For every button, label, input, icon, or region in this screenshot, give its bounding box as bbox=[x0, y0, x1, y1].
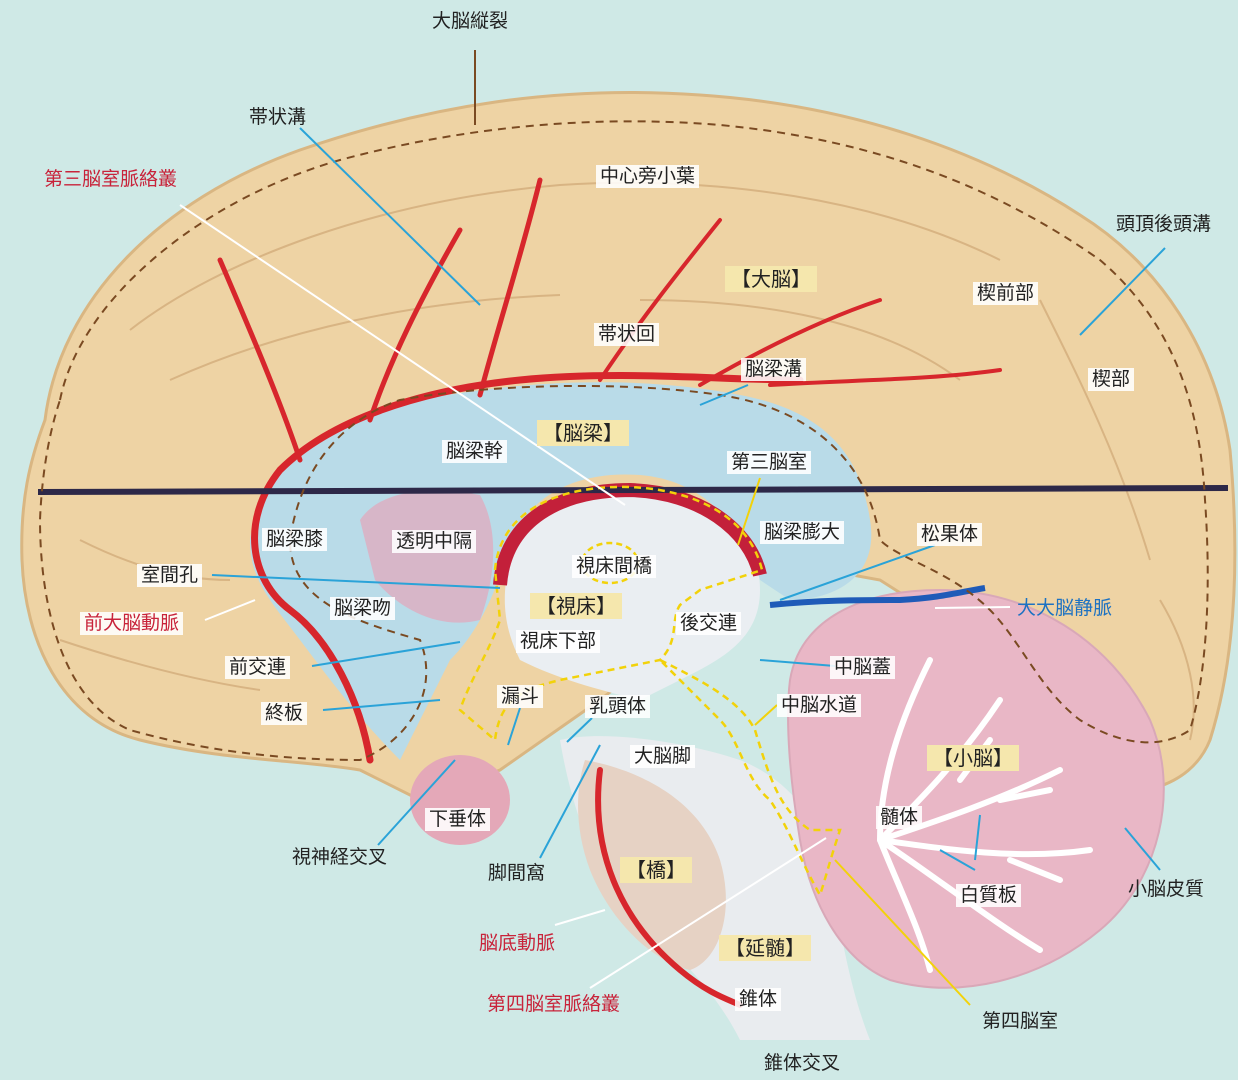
label-pyramidal-decussation: 錐体交叉 bbox=[760, 1052, 844, 1075]
label-tectum: 中脳蓋 bbox=[830, 656, 895, 679]
label-parieto-occipital-sulcus: 頭頂後頭溝 bbox=[1112, 213, 1215, 236]
label-corpus-callosum: 【脳梁】 bbox=[537, 420, 629, 446]
label-splenium: 脳梁膨大 bbox=[760, 521, 844, 544]
label-anterior-commissure: 前交連 bbox=[225, 656, 290, 679]
label-hypothalamus: 視床下部 bbox=[516, 630, 600, 653]
label-callosal-sulcus: 脳梁溝 bbox=[741, 358, 806, 381]
label-medullary-body: 髄体 bbox=[876, 806, 922, 829]
label-callosal-trunk: 脳梁幹 bbox=[442, 440, 507, 463]
label-choroid-plexus-third: 第三脳室脈絡叢 bbox=[40, 168, 181, 191]
label-interthalamic-adhesion: 視床間橋 bbox=[572, 555, 656, 578]
label-interpeduncular-fossa: 脚間窩 bbox=[484, 862, 549, 885]
label-septum-pellucidum: 透明中隔 bbox=[392, 530, 476, 553]
label-pineal-body: 松果体 bbox=[917, 523, 982, 546]
label-cingulate-gyrus: 帯状回 bbox=[594, 323, 659, 346]
label-cuneus: 楔部 bbox=[1088, 368, 1134, 391]
label-great-longitudinal-fissure: 大脳縦裂 bbox=[428, 10, 512, 33]
hypophysis-shape bbox=[410, 755, 510, 845]
label-cerebral-peduncle: 大脳脚 bbox=[630, 745, 695, 768]
label-anterior-cerebral-artery: 前大脳動脈 bbox=[80, 612, 183, 635]
label-fourth-ventricle: 第四脳室 bbox=[978, 1010, 1062, 1033]
label-choroid-plexus-fourth: 第四脳室脈絡叢 bbox=[483, 993, 624, 1016]
label-paracentral-lobule: 中心旁小葉 bbox=[596, 165, 699, 188]
label-cerebrum: 【大脳】 bbox=[725, 266, 817, 292]
label-interventricular-foramen: 室間孔 bbox=[137, 564, 202, 587]
label-cerebellar-cortex: 小脳皮質 bbox=[1124, 878, 1208, 901]
label-medulla: 【延髄】 bbox=[719, 935, 811, 961]
label-cingulate-sulcus: 帯状溝 bbox=[245, 106, 310, 129]
label-infundibulum: 漏斗 bbox=[497, 685, 543, 708]
label-lamina-terminalis: 終板 bbox=[261, 702, 307, 725]
label-thalamus: 【視床】 bbox=[530, 593, 622, 619]
label-basilar-artery: 脳底動脈 bbox=[475, 932, 559, 955]
label-white-laminae: 白質板 bbox=[956, 884, 1021, 907]
label-mammillary-body: 乳頭体 bbox=[585, 695, 650, 718]
label-cerebral-aqueduct: 中脳水道 bbox=[777, 694, 861, 717]
label-genu: 脳梁膝 bbox=[262, 528, 327, 551]
label-pyramid: 錐体 bbox=[735, 988, 781, 1011]
label-precuneus: 楔前部 bbox=[973, 282, 1038, 305]
label-hypophysis: 下垂体 bbox=[425, 808, 490, 831]
label-rostrum: 脳梁吻 bbox=[330, 597, 395, 620]
label-optic-chiasm: 視神経交叉 bbox=[288, 846, 391, 869]
label-great-cerebral-vein: 大大脳静脈 bbox=[1013, 597, 1116, 620]
section-line bbox=[38, 488, 1228, 492]
label-pons: 【橋】 bbox=[620, 857, 692, 883]
label-cerebellum: 【小脳】 bbox=[927, 745, 1019, 771]
label-posterior-commissure: 後交連 bbox=[676, 612, 741, 635]
label-third-ventricle: 第三脳室 bbox=[727, 451, 811, 474]
